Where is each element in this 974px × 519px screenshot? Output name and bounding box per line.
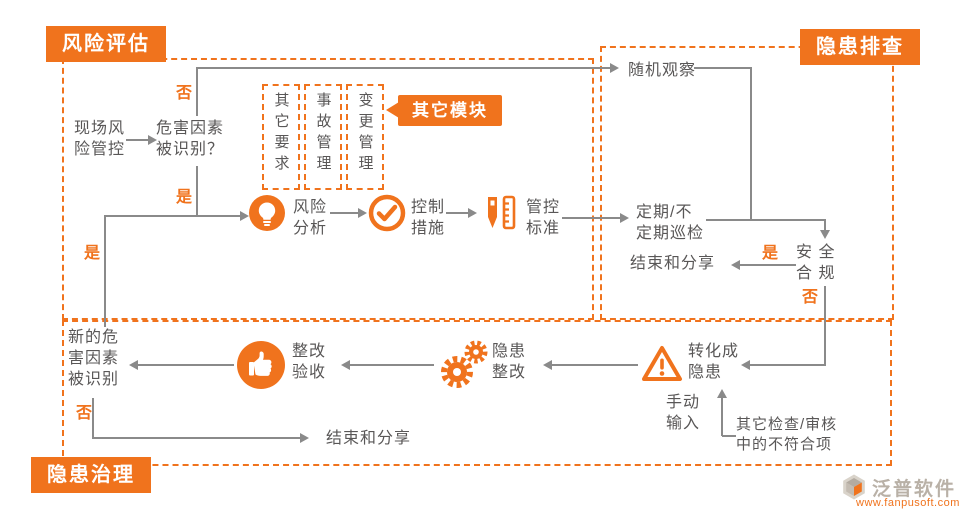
node-hazard-rectification: 隐患 整改 (492, 343, 527, 382)
flow-line (722, 435, 736, 437)
flow-line (694, 67, 752, 69)
gears-icon (441, 340, 488, 388)
brand-logo-icon (843, 474, 865, 500)
node-end-and-share-bottom: 结束和分享 (326, 430, 412, 447)
region-hazard-inspection (600, 46, 894, 320)
node-random-observation: 随机观察 (628, 62, 697, 79)
arrowhead-right (300, 433, 309, 443)
node-control-standards: 管控 标准 (526, 199, 561, 238)
flow-line (446, 212, 468, 214)
arrowhead-right (468, 208, 477, 218)
node-convert-to-hazard: 转化成 隐患 (688, 343, 740, 382)
flow-line (824, 286, 826, 366)
arrowhead-left (543, 360, 552, 370)
watermark-url: www.fanpusoft.com (856, 497, 960, 509)
arrowhead-left (731, 260, 740, 270)
arrowhead-right (148, 135, 157, 145)
flow-line (196, 67, 610, 69)
flow-line (138, 364, 234, 366)
region-hazard-treatment (62, 320, 892, 466)
flow-line (196, 166, 198, 216)
flow-line (104, 215, 240, 217)
arrowhead-right (620, 213, 629, 223)
arrowhead-left (129, 360, 138, 370)
label-loop-yes: 是 (84, 245, 101, 262)
label-yes: 是 (176, 189, 193, 206)
flow-line (350, 364, 434, 366)
flow-line (92, 398, 94, 438)
thumbs-up-icon (237, 341, 285, 389)
badge-hazard-inspection: 隐患排查 (800, 29, 920, 65)
warning-triangle-icon (642, 346, 682, 381)
node-hazard-identified: 危害因素 被识别？ (156, 120, 225, 159)
node-risk-analysis: 风险 分析 (293, 199, 328, 238)
arrowhead-right (358, 208, 367, 218)
arrowhead-up (717, 389, 727, 398)
badge-hazard-treatment: 隐患治理 (31, 457, 151, 493)
module-box-other-requirements: 其它要求 (262, 84, 300, 190)
watermark-brand: 泛普软件 (872, 479, 957, 500)
flow-line (750, 67, 752, 220)
node-rectification-acceptance: 整改 验收 (292, 343, 327, 382)
region-risk-assessment (62, 58, 594, 320)
node-new-hazard-identified: 新的危 害因素 被识别 (68, 329, 120, 389)
badge-risk-assessment: 风险评估 (46, 26, 166, 62)
label-manual-input: 手动 输入 (666, 394, 701, 433)
module-box-change-management: 变更管理 (346, 84, 384, 190)
pen-ruler-icon (488, 195, 516, 230)
node-site-risk-control: 现场风 险管控 (74, 120, 126, 159)
flow-line (104, 215, 106, 327)
arrowhead-right (610, 63, 619, 73)
label-no: 否 (76, 405, 93, 422)
label-yes: 是 (762, 245, 779, 262)
node-periodic-inspection: 定期/不 定期巡检 (636, 204, 705, 243)
flow-line (126, 139, 148, 141)
callout-pointer (386, 102, 399, 118)
node-control-measures: 控制 措施 (411, 199, 446, 238)
label-no: 否 (802, 289, 819, 306)
arrowhead-right (240, 211, 249, 221)
node-end-and-share: 结束和分享 (630, 255, 716, 272)
flow-line (330, 212, 358, 214)
check-circle-icon (368, 194, 406, 232)
flow-line (824, 219, 826, 232)
node-other-checks-nonconformities: 其它检查/审核 中的不符合项 (736, 416, 838, 453)
node-safety-compliance: 安 全 合 规 (796, 244, 836, 283)
flow-line (721, 398, 723, 436)
module-box-accident-management: 事故管理 (304, 84, 342, 190)
flow-line (562, 217, 620, 219)
arrowhead-down (820, 230, 830, 239)
arrowhead-left (341, 360, 350, 370)
flow-line (750, 364, 826, 366)
flow-line (552, 364, 638, 366)
flow-line (706, 219, 826, 221)
label-no: 否 (176, 85, 193, 102)
flow-line (92, 437, 300, 439)
flow-line (740, 264, 796, 266)
lightbulb-icon (249, 195, 285, 231)
flow-line (196, 68, 198, 116)
callout-other-modules: 其它模块 (398, 95, 502, 126)
arrowhead-left (741, 360, 750, 370)
